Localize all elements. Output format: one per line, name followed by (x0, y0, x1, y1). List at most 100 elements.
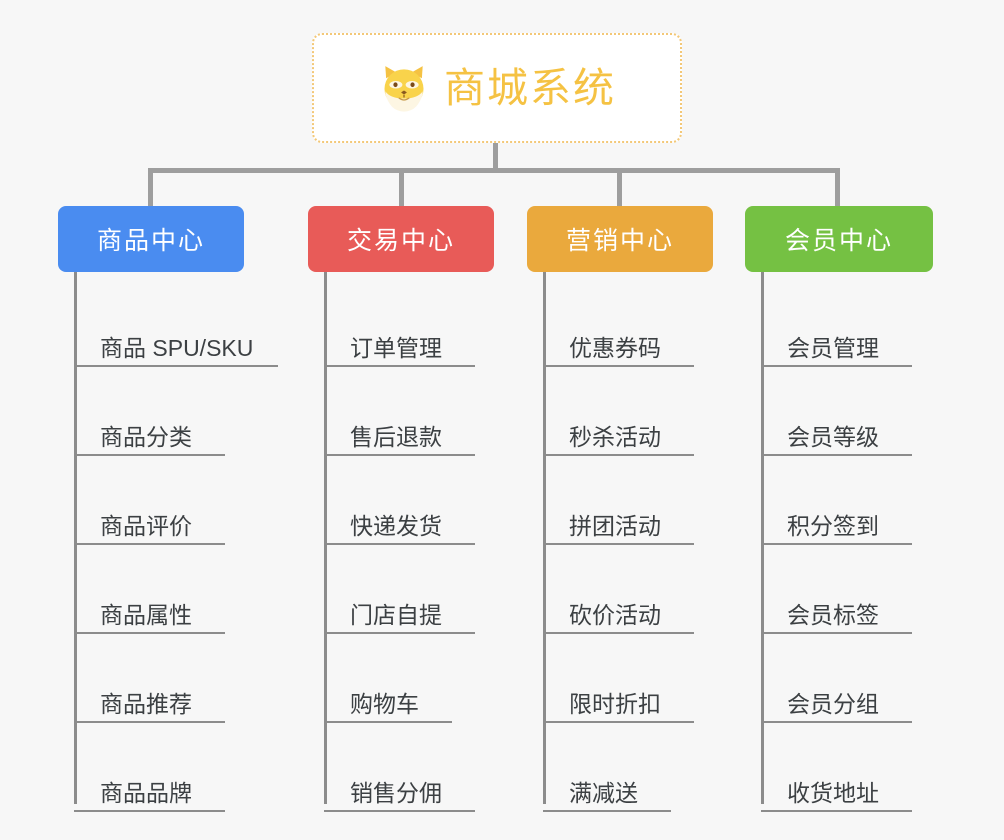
leaf-rule (543, 721, 694, 723)
leaf-rule (543, 810, 671, 812)
list-item[interactable]: 商品属性 (74, 545, 244, 634)
column-trade-center: 交易中心 订单管理 售后退款 快递发货 门店自提 购物车 (308, 206, 494, 812)
leaf-list-trade-center: 订单管理 售后退款 快递发货 门店自提 购物车 销售分佣 (324, 272, 494, 812)
leaf-rule (761, 810, 912, 812)
leaf-rule (761, 365, 912, 367)
category-header-member-center[interactable]: 会员中心 (745, 206, 933, 272)
list-item[interactable]: 秒杀活动 (543, 367, 713, 456)
connector-root-stem (493, 143, 498, 171)
leaf-label: 秒杀活动 (569, 423, 661, 450)
list-item[interactable]: 拼团活动 (543, 456, 713, 545)
trunk-line (543, 272, 546, 804)
shiba-inu-dog-face-icon (378, 62, 430, 114)
connector-horizontal-bus (148, 168, 840, 173)
leaf-rule (324, 632, 475, 634)
list-item[interactable]: 商品分类 (74, 367, 244, 456)
column-member-center: 会员中心 会员管理 会员等级 积分签到 会员标签 会员分组 (745, 206, 933, 812)
leaf-rule (324, 721, 452, 723)
list-item[interactable]: 商品推荐 (74, 634, 244, 723)
column-product-center: 商品中心 商品 SPU/SKU 商品分类 商品评价 商品属性 商品推荐 (58, 206, 278, 812)
list-item[interactable]: 销售分佣 (324, 723, 494, 812)
leaf-list-marketing-center: 优惠券码 秒杀活动 拼团活动 砍价活动 限时折扣 满减送 (543, 272, 713, 812)
list-item[interactable]: 积分签到 (761, 456, 933, 545)
trunk-line (324, 272, 327, 804)
leaf-label: 销售分佣 (350, 779, 442, 806)
list-item[interactable]: 满减送 (543, 723, 713, 812)
trunk-line (74, 272, 77, 804)
leaf-rule (74, 454, 225, 456)
leaf-label: 商品品牌 (100, 779, 192, 806)
leaf-rule (761, 721, 912, 723)
leaf-label: 优惠券码 (569, 334, 661, 361)
list-item[interactable]: 会员分组 (761, 634, 933, 723)
column-marketing-center: 营销中心 优惠券码 秒杀活动 拼团活动 砍价活动 限时折扣 (527, 206, 713, 812)
leaf-label: 砍价活动 (569, 601, 661, 628)
category-header-product-center[interactable]: 商品中心 (58, 206, 244, 272)
leaf-rule (74, 543, 225, 545)
leaf-label: 收货地址 (787, 779, 879, 806)
leaf-rule (761, 632, 912, 634)
list-item[interactable]: 优惠券码 (543, 278, 713, 367)
leaf-label: 会员管理 (787, 334, 879, 361)
list-item[interactable]: 会员等级 (761, 367, 933, 456)
leaf-label: 商品属性 (100, 601, 192, 628)
leaf-list-member-center: 会员管理 会员等级 积分签到 会员标签 会员分组 收货地址 (761, 272, 933, 812)
leaf-rule (74, 632, 225, 634)
list-item[interactable]: 收货地址 (761, 723, 933, 812)
leaf-rule (74, 365, 278, 367)
list-item[interactable]: 会员标签 (761, 545, 933, 634)
leaf-rule (324, 454, 475, 456)
leaf-rule (543, 632, 694, 634)
leaf-rule (761, 543, 912, 545)
root-title: 商城系统 (444, 64, 616, 111)
list-item[interactable]: 商品评价 (74, 456, 244, 545)
leaf-label: 商品 SPU/SKU (100, 334, 254, 361)
list-item[interactable]: 限时折扣 (543, 634, 713, 723)
leaf-label: 满减送 (569, 779, 638, 806)
leaf-rule (324, 810, 475, 812)
list-item[interactable]: 会员管理 (761, 278, 933, 367)
category-label: 商品中心 (96, 227, 205, 255)
leaf-rule (74, 721, 225, 723)
leaf-rule (324, 543, 475, 545)
category-header-marketing-center[interactable]: 营销中心 (527, 206, 713, 272)
leaf-label: 订单管理 (350, 334, 442, 361)
connector-drop-trade-center (399, 168, 404, 208)
list-item[interactable]: 砍价活动 (543, 545, 713, 634)
leaf-rule (761, 454, 912, 456)
leaf-rule (543, 454, 694, 456)
category-label: 会员中心 (784, 227, 893, 255)
list-item[interactable]: 商品品牌 (74, 723, 244, 812)
leaf-label: 售后退款 (350, 423, 442, 450)
leaf-label: 会员标签 (787, 601, 879, 628)
leaf-label: 购物车 (350, 690, 419, 717)
leaf-label: 拼团活动 (569, 512, 661, 539)
list-item[interactable]: 售后退款 (324, 367, 494, 456)
leaf-label: 积分签到 (787, 512, 879, 539)
root-node[interactable]: 商城系统 (312, 33, 682, 143)
leaf-label: 会员分组 (787, 690, 879, 717)
category-label: 营销中心 (565, 227, 674, 255)
leaf-list-product-center: 商品 SPU/SKU 商品分类 商品评价 商品属性 商品推荐 商品品牌 (74, 272, 278, 812)
leaf-label: 会员等级 (787, 423, 879, 450)
leaf-label: 商品评价 (100, 512, 192, 539)
connector-drop-product-center (148, 168, 153, 208)
leaf-label: 商品推荐 (100, 690, 192, 717)
list-item[interactable]: 商品 SPU/SKU (74, 278, 278, 367)
connector-drop-marketing-center (617, 168, 622, 208)
connector-drop-member-center (835, 168, 840, 208)
trunk-line (761, 272, 764, 804)
leaf-rule (324, 365, 475, 367)
leaf-rule (543, 543, 694, 545)
leaf-rule (74, 810, 225, 812)
list-item[interactable]: 门店自提 (324, 545, 494, 634)
list-item[interactable]: 购物车 (324, 634, 494, 723)
leaf-label: 限时折扣 (569, 690, 661, 717)
list-item[interactable]: 快递发货 (324, 456, 494, 545)
list-item[interactable]: 订单管理 (324, 278, 494, 367)
category-label: 交易中心 (346, 227, 455, 255)
leaf-label: 商品分类 (100, 423, 192, 450)
category-header-trade-center[interactable]: 交易中心 (308, 206, 494, 272)
leaf-rule (543, 365, 694, 367)
